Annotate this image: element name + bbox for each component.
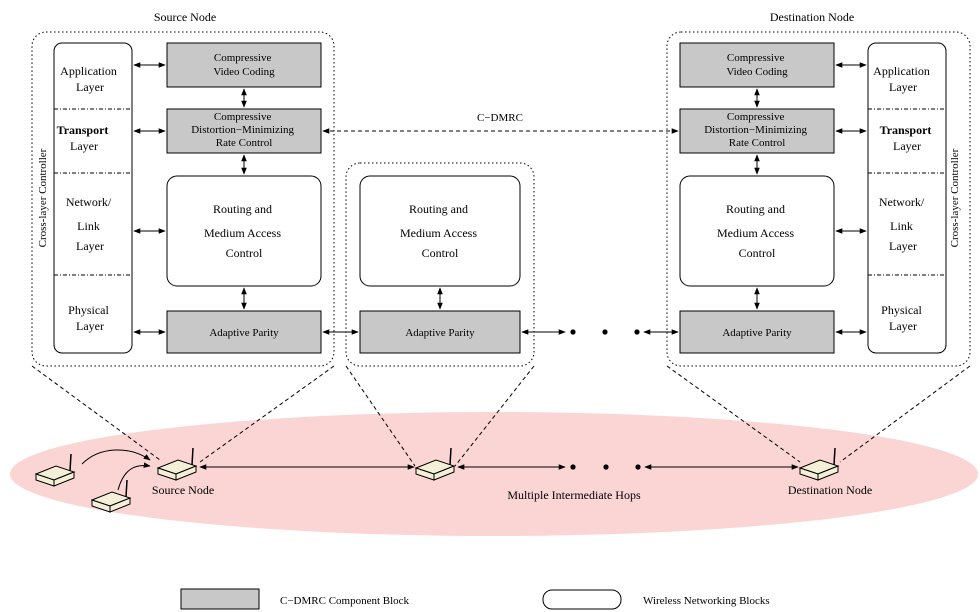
legend-networking-label: Wireless Networking Blocks bbox=[643, 595, 770, 607]
network-destination-node-label: Destination Node bbox=[788, 483, 872, 497]
wireless-network-area bbox=[10, 412, 978, 536]
sensor-device-icon-1 bbox=[34, 453, 76, 487]
dest-rate-control-label: Compressive Distortion−Minimizing Rate C… bbox=[704, 111, 810, 149]
source-layer-stack bbox=[53, 42, 133, 354]
legend-component-label: C−DMRC Component Block bbox=[280, 595, 410, 607]
legend-component-swatch bbox=[180, 588, 260, 610]
source-routing-block bbox=[166, 175, 322, 287]
destination-node-frame bbox=[666, 31, 971, 367]
intermediate-node-frame bbox=[345, 162, 535, 367]
dest-network-layer: Network/ Link Layer bbox=[879, 195, 927, 253]
source-router-icon bbox=[156, 447, 198, 481]
dest-transport-layer: Transport Layer bbox=[880, 123, 935, 153]
source-video-coding-label: Compressive Video Coding bbox=[213, 52, 275, 78]
destination-router-icon bbox=[798, 447, 840, 481]
intermediate-arrows bbox=[322, 287, 443, 335]
source-cross-layer-controller-label: Cross-layer Controller bbox=[37, 148, 49, 247]
source-rate-control-block bbox=[166, 108, 322, 154]
network-hops-label: Multiple Intermediate Hops bbox=[507, 488, 641, 502]
intermediate-routing-label: Routing and Medium Access Control bbox=[400, 202, 480, 260]
dest-video-coding-block bbox=[679, 42, 835, 88]
intermediate-router-icon bbox=[414, 447, 456, 481]
source-network-layer: Network/ Link Layer bbox=[66, 195, 114, 253]
sensor-to-source-arrows bbox=[81, 449, 151, 491]
dest-routing-block bbox=[679, 175, 835, 287]
source-arrows bbox=[133, 62, 247, 335]
dest-application-layer: Application Layer bbox=[873, 64, 933, 94]
source-physical-layer: Physical Layer bbox=[68, 303, 112, 333]
intermediate-adaptive-parity-label: Adaptive Parity bbox=[405, 327, 475, 339]
intermediate-adaptive-parity-block bbox=[359, 310, 521, 354]
dest-routing-label: Routing and Medium Access Control bbox=[717, 202, 797, 260]
dest-cross-layer-controller-label: Cross-layer Controller bbox=[949, 148, 961, 247]
zoom-projection-lines bbox=[31, 365, 971, 467]
sensor-device-icon-2 bbox=[90, 479, 132, 513]
parity-chain-dots bbox=[570, 329, 640, 335]
dest-adaptive-parity-block bbox=[679, 310, 835, 354]
source-video-coding-block bbox=[166, 42, 322, 88]
source-rate-control-label: Compressive Distortion−Minimizing Rate C… bbox=[191, 111, 297, 149]
legend-networking-swatch bbox=[542, 589, 622, 610]
dest-video-coding-label: Compressive Video Coding bbox=[726, 52, 788, 78]
dest-arrows bbox=[754, 62, 867, 335]
source-node-title: Source Node bbox=[154, 10, 216, 24]
dest-layer-stack bbox=[867, 42, 947, 354]
dest-physical-layer: Physical Layer bbox=[881, 303, 925, 333]
source-adaptive-parity-block bbox=[166, 310, 322, 354]
source-routing-label: Routing and Medium Access Control bbox=[204, 202, 284, 260]
network-source-node-label: Source Node bbox=[152, 483, 214, 497]
source-application-layer: Application Layer bbox=[60, 64, 120, 94]
source-node-frame bbox=[31, 31, 335, 367]
source-transport-layer: Transport Layer bbox=[57, 123, 112, 153]
dest-adaptive-parity-label: Adaptive Parity bbox=[722, 327, 792, 339]
destination-node-title: Destination Node bbox=[770, 10, 854, 24]
network-hop-dots bbox=[570, 464, 641, 470]
cdmrc-link-label: C−DMRC bbox=[477, 112, 523, 124]
dest-rate-control-block bbox=[679, 108, 835, 154]
legend: C−DMRC Component Block Wireless Networki… bbox=[180, 588, 770, 610]
intermediate-routing-block bbox=[359, 175, 521, 287]
source-adaptive-parity-label: Adaptive Parity bbox=[209, 327, 279, 339]
